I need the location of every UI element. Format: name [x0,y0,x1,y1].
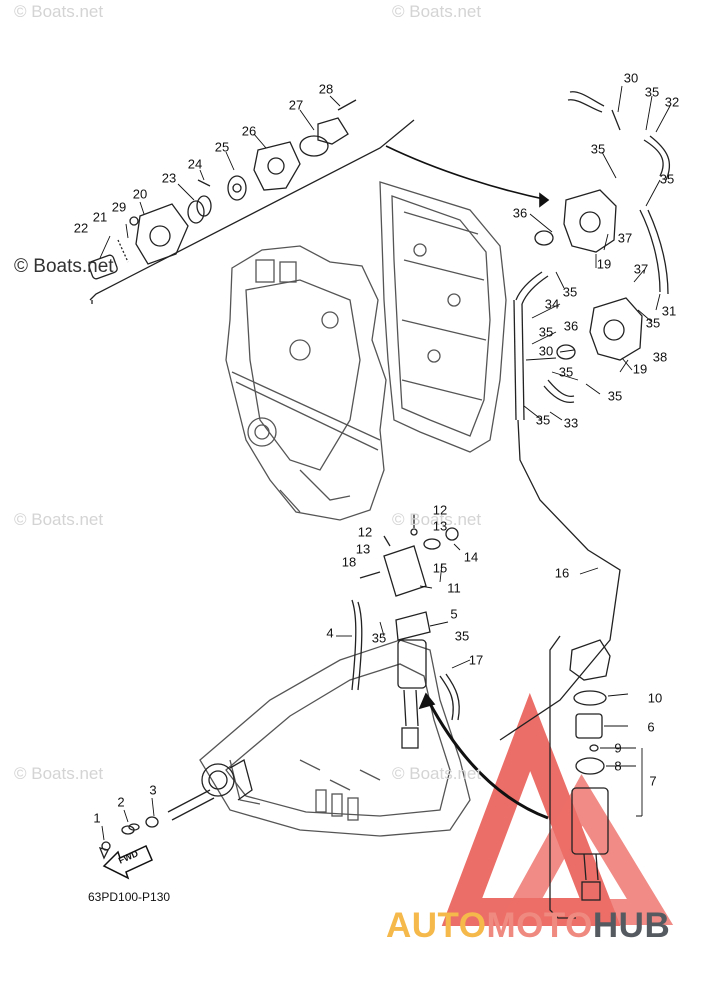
callout-label: 37 [617,230,633,246]
callout-label: 37 [633,261,649,277]
shaft-assembly [98,759,253,860]
callout-label: 32 [664,94,680,110]
engine-block [225,245,387,521]
callout-label: 8 [614,758,622,774]
callout-label: 11 [447,580,461,596]
cylinder-head-cover [379,181,507,453]
watermark: © Boats.net [14,256,114,277]
callout-label: 19 [632,361,648,377]
callout-label: 31 [661,303,677,319]
callout-label: 30 [538,343,554,359]
filter-inset [549,635,611,919]
callout-label: 29 [111,199,127,215]
leader-lines [99,85,671,841]
callout-label: 10 [647,690,663,706]
callout-label: 36 [563,318,579,334]
callout-label: 35 [562,284,578,300]
callout-label: 5 [450,606,458,622]
callout-label: 35 [645,315,661,331]
callout-label: 35 [644,84,660,100]
callout-label: 6 [647,719,655,735]
callout-label: 25 [214,139,230,155]
watermark: © Boats.net [392,2,482,21]
callout-label: 35 [607,388,623,404]
callout-label: 1 [93,810,101,826]
callout-label: 20 [132,186,148,202]
water-pump-inset [88,99,415,304]
brand-part-1: AUTO [386,906,487,945]
callout-label: 21 [92,209,108,225]
fuel-filter-assembly [359,514,459,749]
fwd-arrow-icon [102,844,153,880]
callout-label: 12 [357,524,373,540]
callout-label: 27 [288,97,304,113]
callout-label: 13 [432,518,448,534]
brand-part-2: MOTO [486,906,593,945]
callout-label: 23 [161,170,177,186]
brand-part-3: HUB [592,906,671,945]
callout-label: 34 [544,296,560,312]
brand-logo: AUTOMOTOHUB [386,906,670,946]
callout-label: 16 [554,565,570,581]
connector-arrows [385,145,550,820]
watermark: © Boats.net [14,764,104,783]
fuel-pump-upper [534,91,671,295]
callout-label: 33 [563,415,579,431]
callout-label: 14 [463,549,479,565]
callout-label: 35 [558,364,574,380]
callout-label: 7 [649,773,657,789]
watermark: © Boats.net [14,510,104,529]
callout-label: 35 [659,171,675,187]
callout-label: 35 [371,630,387,646]
callout-label: 3 [149,782,157,798]
callout-label: 18 [341,554,357,570]
callout-label: 38 [652,349,668,365]
callout-label: 4 [326,625,334,641]
bottom-cowling [199,639,471,837]
callout-label: 15 [432,560,448,576]
callout-label: 2 [117,794,125,810]
callout-label: 19 [596,256,612,272]
logo-triangle-icon [441,692,674,926]
callout-label: 30 [623,70,639,86]
callout-label: 17 [468,652,484,668]
callout-label: 28 [318,81,334,97]
callout-label: 13 [355,541,371,557]
callout-label: 26 [241,123,257,139]
watermark: © Boats.net [392,510,482,529]
callout-label: 35 [535,412,551,428]
callout-label: 22 [73,220,89,236]
callout-label: 36 [512,205,528,221]
fuel-lines [351,271,621,741]
callout-label: 35 [454,628,470,644]
watermark: © Boats.net [392,764,482,783]
callout-label: 35 [538,324,554,340]
callout-label: 9 [614,740,622,756]
diagram-code: 63PD100-P130 [88,890,171,904]
callout-label: 12 [432,502,448,518]
callout-label: 35 [590,141,606,157]
callout-label: 24 [187,156,203,172]
fuel-pump-lower [543,297,643,404]
watermark: © Boats.net [14,2,104,21]
